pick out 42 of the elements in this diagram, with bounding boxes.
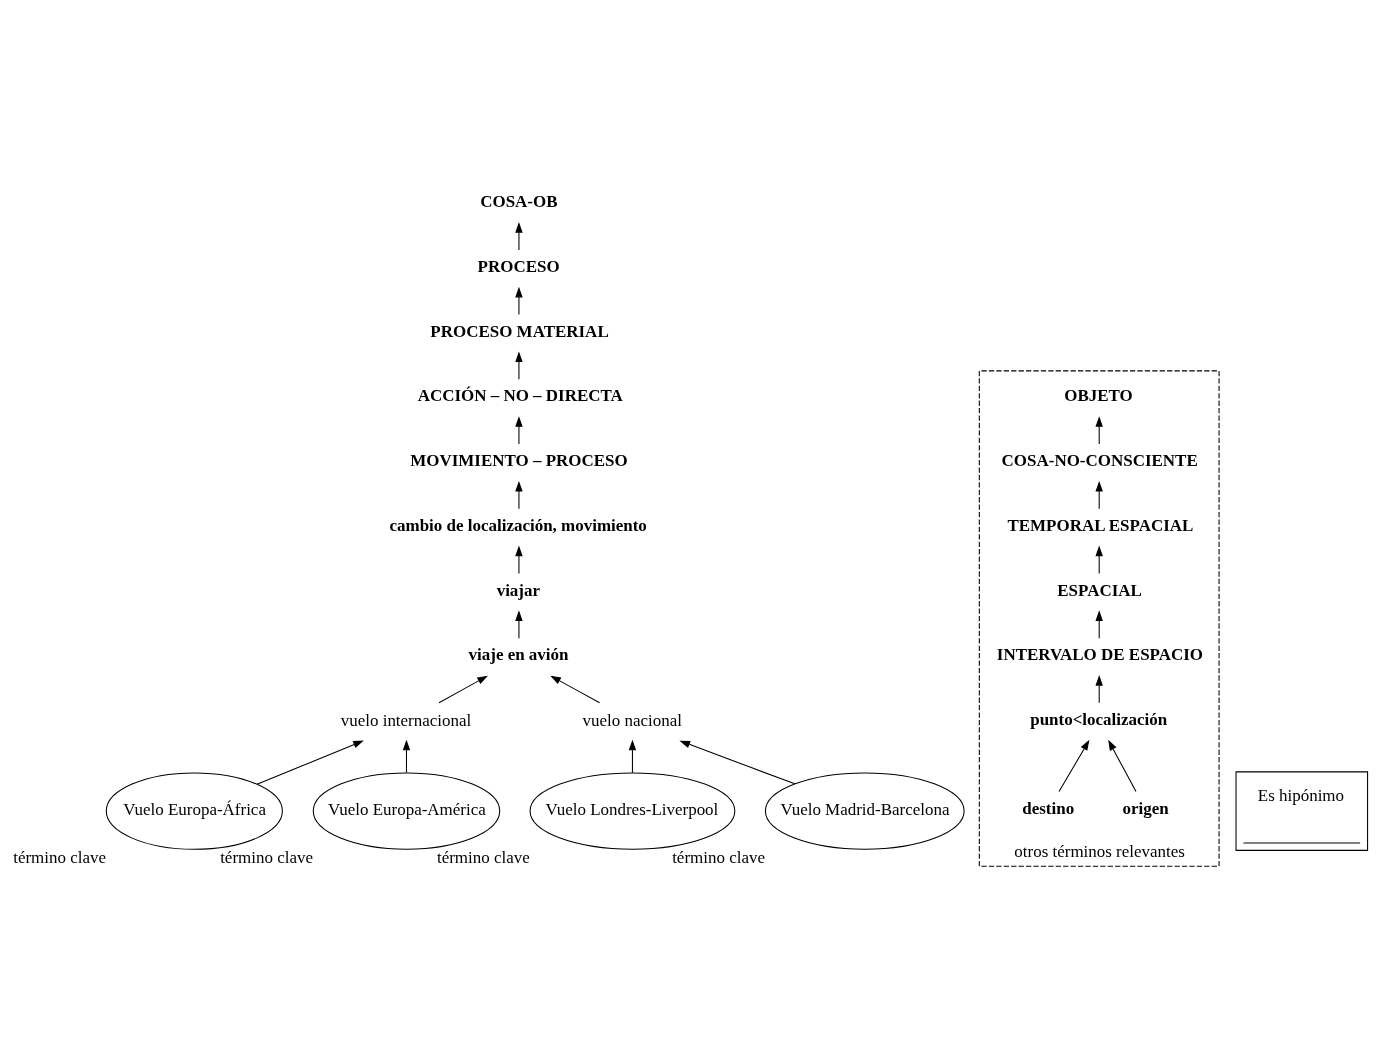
node-label: término clave xyxy=(436,847,530,867)
node-text: COSA-NO-CONSCIENTE xyxy=(1001,450,1198,470)
arrow xyxy=(515,221,523,250)
node-text: destino xyxy=(1022,798,1075,818)
node-ellipse: Vuelo Europa-África xyxy=(105,771,283,850)
arrow xyxy=(515,480,523,509)
node-ellipse: Vuelo Londres-Liverpool xyxy=(529,771,736,850)
arrow xyxy=(515,351,523,380)
arrow xyxy=(402,739,411,773)
node-ellipse: Vuelo Europa-América xyxy=(312,771,501,850)
arrow xyxy=(1108,739,1137,792)
node-text: ESPACIAL xyxy=(1057,580,1142,600)
node-text: origen xyxy=(1122,798,1169,818)
node-text: COSA-OB xyxy=(480,191,558,211)
node-label: término clave xyxy=(13,847,107,867)
arrow xyxy=(628,739,637,773)
node-text: OBJETO xyxy=(1064,385,1133,405)
arrow xyxy=(1058,739,1090,792)
node-label: término clave xyxy=(672,847,765,867)
arrow xyxy=(515,609,523,639)
node-text: PROCESO xyxy=(477,256,560,276)
node-text: punto<localización xyxy=(1030,709,1168,729)
node-text: viajar xyxy=(496,580,541,600)
arrow xyxy=(679,740,796,784)
arrow xyxy=(438,675,488,703)
node-text: vuelo nacional xyxy=(582,710,683,730)
node-text: TEMPORAL ESPACIAL xyxy=(1007,515,1194,535)
legend-label: Es hipónimo xyxy=(1257,785,1345,805)
node-text: viaje en avión xyxy=(468,644,569,664)
arrow xyxy=(515,415,523,445)
node-text: INTERVALO DE ESPACIO xyxy=(996,644,1204,664)
node-text: ACCIÓN – NO – DIRECTA xyxy=(417,385,623,405)
node-text: MOVIMIENTO – PROCESO xyxy=(410,450,628,470)
arrow xyxy=(515,286,523,315)
node-text: cambio de localización, movimiento xyxy=(389,515,647,535)
node-ellipse: Vuelo Madrid-Barcelona xyxy=(764,771,965,850)
arrow xyxy=(515,545,523,574)
arrow xyxy=(550,675,601,703)
node-label: término clave xyxy=(220,847,313,867)
node-text: PROCESO MATERIAL xyxy=(430,321,609,341)
node-text: vuelo internacional xyxy=(340,710,472,730)
arrow xyxy=(256,740,364,785)
